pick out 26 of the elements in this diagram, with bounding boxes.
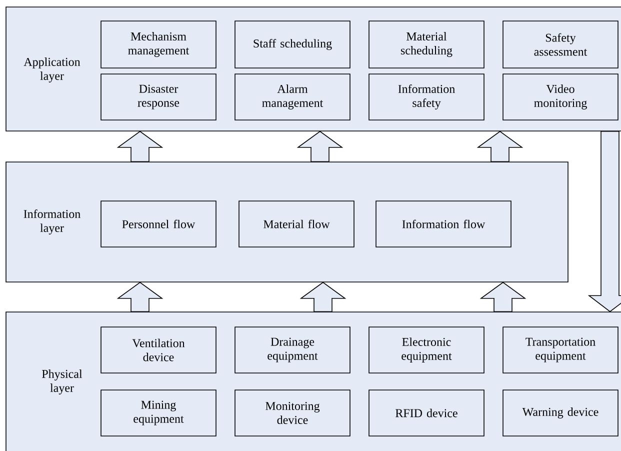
block-arrow xyxy=(480,282,526,312)
component-box: RFID device xyxy=(368,390,484,436)
component-box: Safety assessment xyxy=(502,20,618,68)
component-box: Warning device xyxy=(502,390,618,436)
block-arrow xyxy=(300,282,346,312)
block-arrow xyxy=(476,130,524,162)
component-box: Material flow xyxy=(238,200,354,248)
component-box: Mechanism management xyxy=(100,20,216,68)
component-box: Ventilation device xyxy=(100,326,216,374)
component-box: Disaster response xyxy=(100,74,216,120)
component-box: Mining equipment xyxy=(100,390,216,436)
block-arrow xyxy=(296,130,344,162)
component-box: Drainage equipment xyxy=(234,326,350,374)
component-box: Staff scheduling xyxy=(234,20,350,68)
component-box: Personnel flow xyxy=(100,200,216,248)
block-arrow xyxy=(116,282,164,312)
component-box: Monitoring device xyxy=(234,390,350,436)
component-box: Information safety xyxy=(368,74,484,120)
component-box: Transportation equipment xyxy=(502,326,618,374)
component-box: Electronic equipment xyxy=(368,326,484,374)
block-arrow xyxy=(116,130,164,162)
component-box: Information flow xyxy=(376,200,512,248)
block-arrow xyxy=(588,131,621,312)
component-box: Video monitoring xyxy=(502,74,618,120)
component-box: Material scheduling xyxy=(368,20,484,68)
component-box: Alarm management xyxy=(234,74,350,120)
